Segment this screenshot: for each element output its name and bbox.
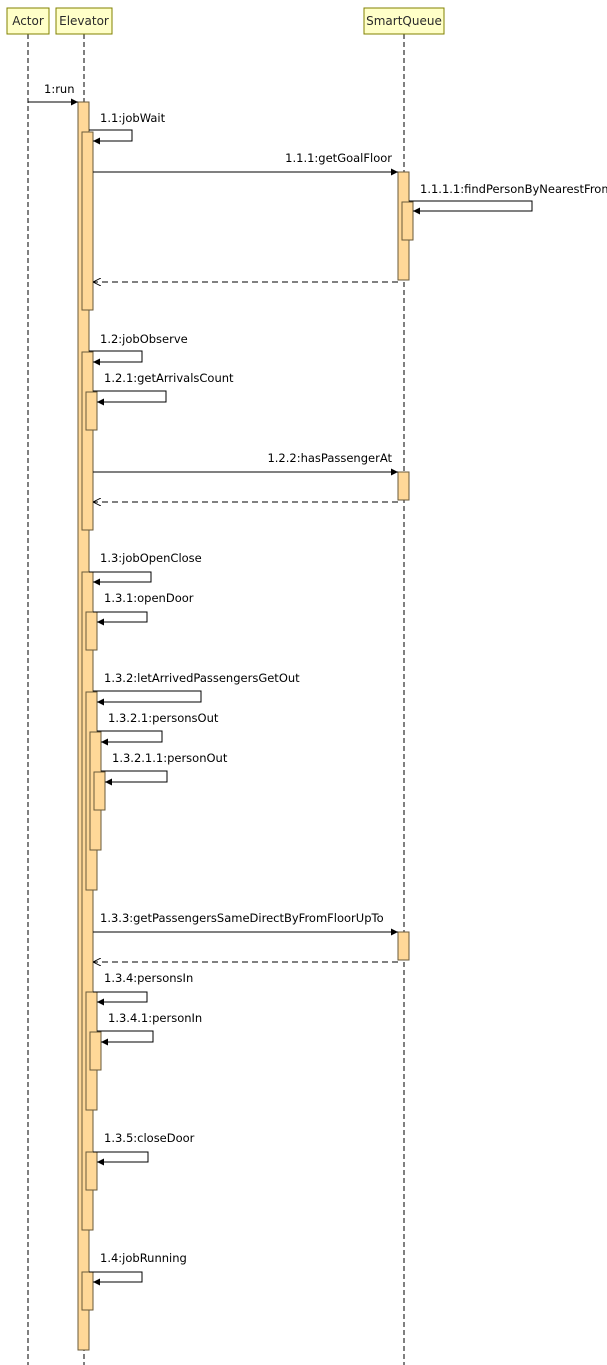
message-personsout-label: 1.3.2.1:personsOut: [108, 711, 219, 725]
activation-personin: [89, 1031, 102, 1071]
activation-getarrivalscount: [85, 391, 98, 431]
activation-findperson: [401, 201, 414, 241]
message-jobobserve-label: 1.2:jobObserve: [100, 332, 188, 346]
activation-closedoor: [85, 1151, 98, 1191]
message-jobrunning-arrow: [89, 1271, 143, 1286]
activation-jobwait: [81, 131, 94, 311]
lifeline-elevator-head[interactable]: Elevator: [55, 7, 113, 35]
message-jobwait-label: 1.1:jobWait: [100, 111, 166, 125]
message-personsout-arrow: [97, 730, 163, 746]
message-getgoalfloor-label: 1.1.1:getGoalFloor: [285, 151, 392, 165]
message-closedoor-arrow: [93, 1151, 149, 1166]
message-letarrived-arrow: [93, 690, 202, 706]
activation-jobopenclose: [81, 571, 94, 1231]
message-jobopenclose-label: 1.3:jobOpenClose: [100, 551, 202, 565]
lifeline-smartqueue-label: SmartQueue: [366, 14, 442, 28]
message-letarrived-label: 1.3.2:letArrivedPassengersGetOut: [104, 671, 300, 685]
message-personout-label: 1.3.2.1.1:personOut: [112, 751, 228, 765]
message-run-label: 1:run: [44, 82, 75, 96]
lifeline-actor-label: Actor: [12, 14, 44, 28]
activation-getpassengers: [397, 931, 410, 961]
message-findperson-label: 1.1.1.1:findPersonByNearestFromFloor: [420, 182, 607, 196]
message-personin-arrow: [97, 1030, 154, 1046]
lifeline-elevator-label: Elevator: [59, 14, 109, 28]
message-findperson-arrow: [409, 200, 533, 215]
activation-personout: [93, 771, 106, 811]
message-getpassengers-label: 1.3.3:getPassengersSameDirectByFromFloor…: [100, 911, 384, 925]
lifeline-actor-head[interactable]: Actor: [6, 7, 50, 35]
message-haspassengerat-label: 1.2.2:hasPassengerAt: [267, 451, 392, 465]
message-jobobserve-arrow: [89, 350, 143, 366]
message-personout-arrow: [101, 770, 168, 786]
message-jobwait-arrow: [89, 129, 133, 145]
message-opendoor-label: 1.3.1:openDoor: [104, 591, 194, 605]
activation-haspassengerat: [397, 471, 410, 501]
message-getarrivalscount-arrow: [93, 390, 167, 406]
message-personsin-label: 1.3.4:personsIn: [104, 971, 193, 985]
lifeline-smartqueue-head[interactable]: SmartQueue: [363, 7, 445, 35]
activation-jobrunning: [81, 1271, 94, 1311]
message-personin-label: 1.3.4.1:personIn: [108, 1011, 202, 1025]
message-closedoor-label: 1.3.5:closeDoor: [104, 1131, 195, 1145]
activation-opendoor: [85, 611, 98, 651]
activation-jobobserve: [81, 351, 94, 531]
message-personsin-arrow: [93, 991, 148, 1006]
message-jobopenclose-arrow: [89, 571, 152, 586]
message-jobrunning-label: 1.4:jobRunning: [100, 1251, 187, 1265]
message-opendoor-arrow: [93, 611, 148, 626]
message-getarrivalscount-label: 1.2.1:getArrivalsCount: [104, 371, 234, 385]
